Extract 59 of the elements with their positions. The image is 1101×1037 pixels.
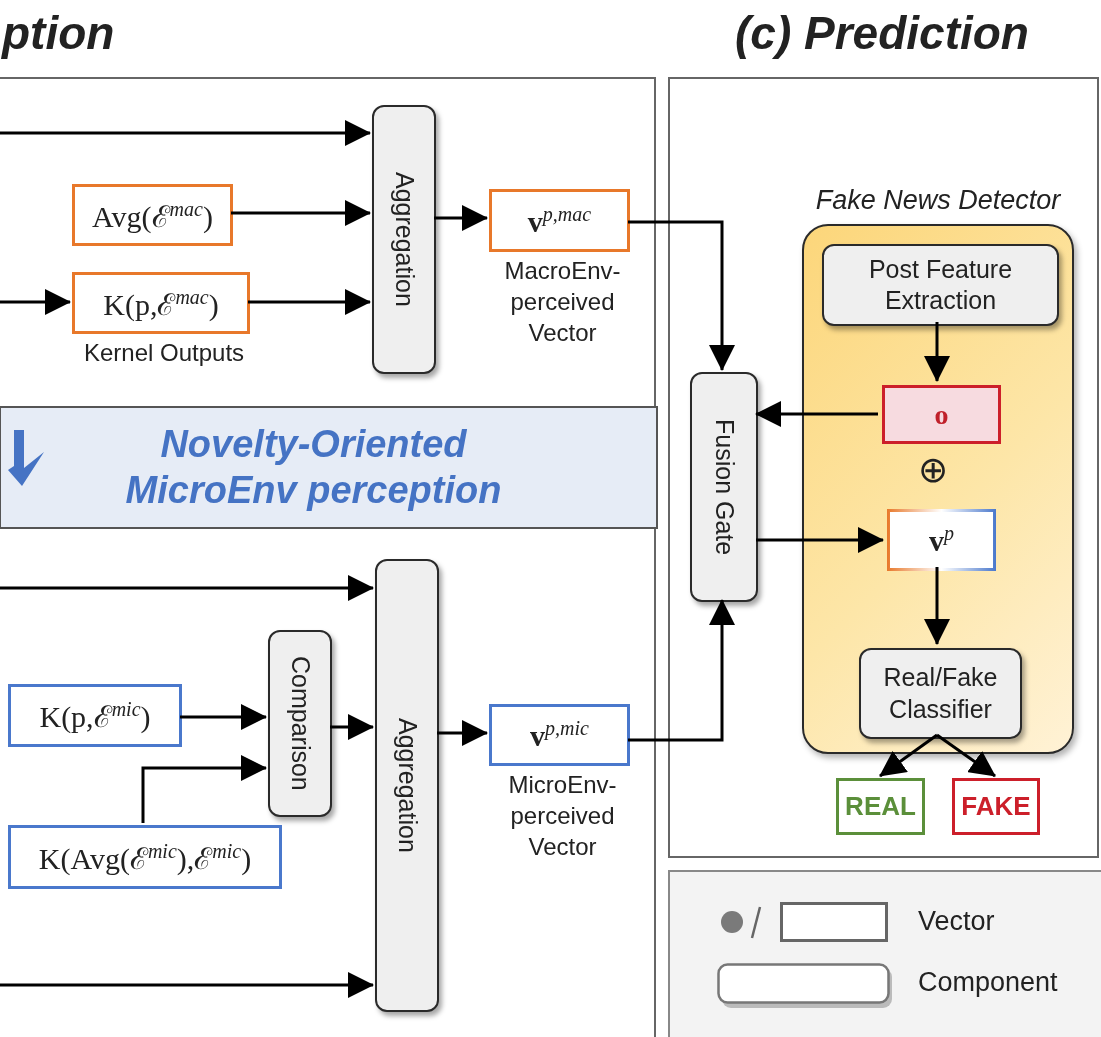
arrow <box>879 733 938 778</box>
panel-title: ption <box>2 6 115 61</box>
component-box <box>822 244 1059 326</box>
arrow <box>437 720 488 746</box>
component-label: Aggregation <box>392 718 423 853</box>
arrow <box>330 714 374 740</box>
component-label: Real/Fake Classifier <box>882 662 999 725</box>
output-label: FAKE <box>961 791 1031 822</box>
output-label: REAL <box>845 791 916 822</box>
formula-text: o <box>934 398 949 431</box>
arrow <box>0 120 371 146</box>
component-box <box>859 648 1022 739</box>
component-box <box>372 105 436 374</box>
formula-text: K(p,ℰ$^{mic}$) <box>39 697 151 735</box>
formula-text: Avg(ℰ$^{mac}$) <box>92 196 213 235</box>
vector-box <box>8 825 282 889</box>
component-label: Fusion Gate <box>709 418 740 556</box>
arrow <box>628 599 735 742</box>
component-label: Aggregation <box>389 172 420 307</box>
arrow <box>628 220 735 371</box>
legend-label: Component <box>918 966 1058 999</box>
caption-text: Kernel Outputs <box>82 338 246 368</box>
component-box <box>375 559 439 1012</box>
arrow <box>248 289 371 315</box>
component-label: Comparison <box>285 656 316 791</box>
panel-title: (c) Prediction <box>735 6 1029 61</box>
banner-title: Novelty-Oriented MicroEnv perception <box>124 421 503 513</box>
arrow <box>434 205 488 231</box>
component-label: Post Feature Extraction <box>867 253 1014 316</box>
arrow <box>231 200 371 226</box>
caption-text: MacroEnv- perceived Vector <box>503 256 622 349</box>
formula-text: K(Avg(ℰ$^{mic}$),ℰ$^{mic}$) <box>38 838 252 877</box>
component-box <box>690 372 758 602</box>
panel-frame <box>668 77 1099 858</box>
arrow <box>141 755 267 823</box>
arrow <box>924 567 950 645</box>
output-label-box <box>836 778 925 835</box>
arrow <box>0 289 71 315</box>
direct-sum-symbol: ⊕ <box>918 452 949 488</box>
formula-text: K(p,ℰ$^{mac}$) <box>103 284 219 323</box>
formula-text: v$^{p,mic}$ <box>530 717 589 753</box>
arrow <box>0 972 374 998</box>
component-box <box>268 630 332 817</box>
vector-box <box>72 184 233 246</box>
vector-box <box>882 385 1001 444</box>
vector-box <box>8 684 182 747</box>
formula-text: v$^{p}$ <box>929 522 954 558</box>
formula-text: v$^{p,mac}$ <box>527 202 592 239</box>
arrow <box>756 527 884 553</box>
detector-heading: Fake News Detector <box>814 183 1062 217</box>
section-banner <box>0 406 658 529</box>
legend-label: Vector <box>918 905 995 938</box>
caption-text: MicroEnv- perceived Vector <box>507 770 618 863</box>
panel-frame <box>0 77 656 1037</box>
arrow <box>180 704 267 730</box>
arrow <box>936 733 996 778</box>
vector-box <box>887 509 996 571</box>
output-label-box <box>952 778 1040 835</box>
arrow <box>0 575 374 601</box>
